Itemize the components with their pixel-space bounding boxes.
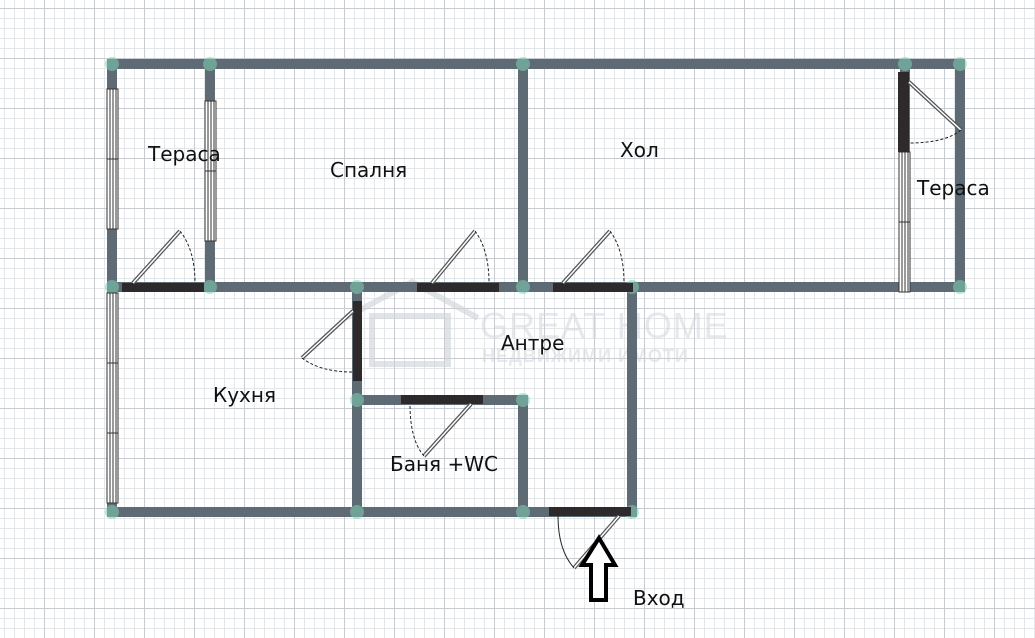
room-label-terrace-left: Тераса (148, 142, 221, 166)
door-swing-arcs (179, 129, 962, 569)
room-label-bathroom: Баня +WC (390, 452, 498, 476)
windows (106, 88, 911, 504)
room-label-bedroom: Спалня (330, 158, 408, 182)
entrance-label: Вход (633, 586, 685, 610)
entrance-arrow-icon (578, 534, 619, 602)
door-leaves (131, 80, 963, 570)
room-label-living-room: Хол (620, 138, 659, 162)
wall-joints (105, 57, 967, 519)
room-label-kitchen: Кухня (213, 383, 276, 407)
door-panels (122, 72, 909, 516)
walls (107, 59, 965, 517)
room-label-terrace-right: Тераса (917, 176, 990, 200)
room-label-hallway: Антре (501, 331, 565, 355)
